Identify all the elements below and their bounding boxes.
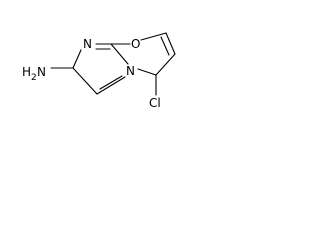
bond-o-c7 [140,32,167,41]
bond-nbridge-c9 [110,43,129,65]
atom-label-amine-subscript: 2 [31,73,37,83]
bond-c7-c6-double [160,36,170,56]
atom-label-amine-n: N [37,65,46,79]
bond-nimine-c2 [72,49,82,69]
atom-label-amine-h: H [22,65,31,79]
bond-c3-nbridge-double [99,75,123,90]
bond-c2-c3 [72,67,98,95]
bond-c5-nbridge [137,68,157,76]
bond-c3-nbridge [96,76,126,95]
bonds [50,32,176,96]
bond-c6-c5 [155,53,176,76]
bond-c7-c6 [165,32,176,55]
atom-label-bridge-nitrogen: N [126,64,135,78]
atom-label-chlorine: Cl [149,96,161,110]
atom-labels: O N N Cl H 2 N [22,37,161,110]
chemical-structure-diagram: O N N Cl H 2 N [22,32,176,110]
atom-label-oxygen: O [131,37,140,51]
atom-label-imine-nitrogen: N [83,37,92,51]
